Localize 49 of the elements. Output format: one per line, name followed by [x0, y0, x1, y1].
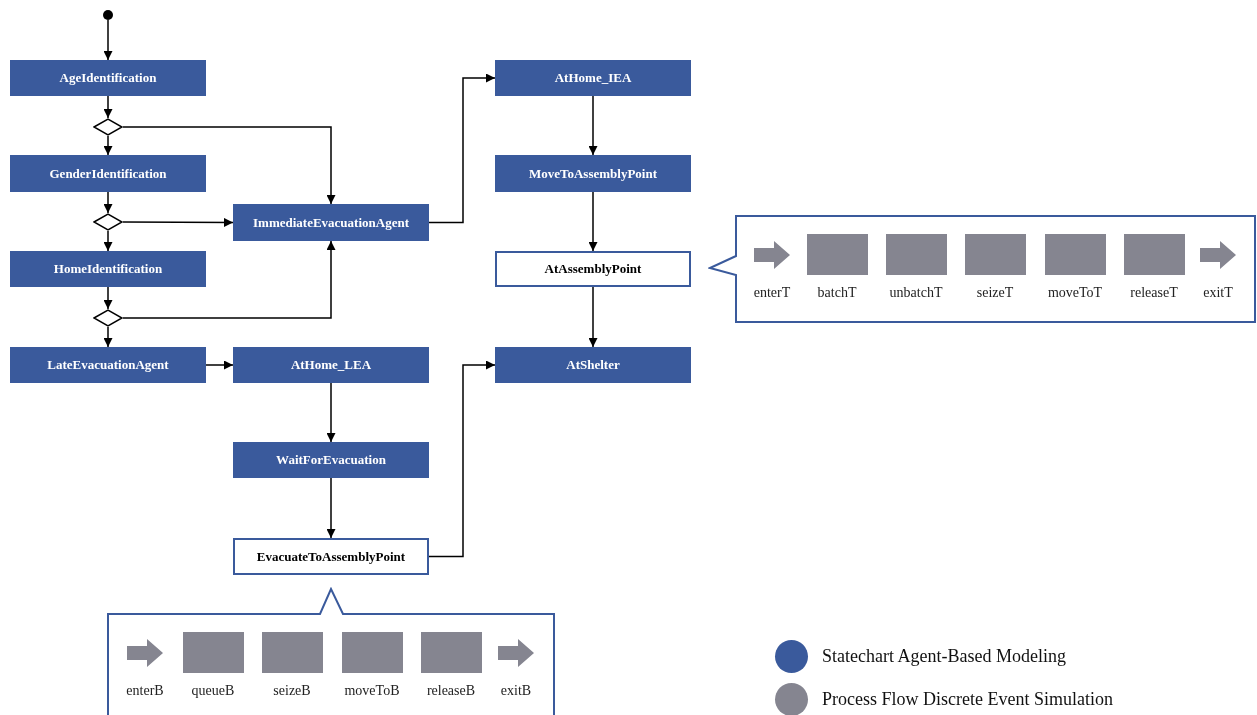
arrow: [122, 126, 336, 205]
arrow: [103, 286, 113, 310]
start-dot: [103, 10, 113, 20]
arrow: [205, 360, 234, 370]
block-label: seizeT: [976, 284, 1014, 302]
arrow: [103, 191, 113, 214]
block-label: batchT: [817, 284, 857, 302]
arrow: [103, 19, 113, 61]
state-box: GenderIdentification: [10, 155, 206, 192]
state-box: AtHome_IEA: [495, 60, 691, 96]
state-box: AtShelter: [495, 347, 691, 383]
block-label: moveToB: [344, 682, 400, 700]
arrow: [103, 326, 113, 348]
arrow: [122, 217, 234, 227]
legend-label: Process Flow Discrete Event Simulation: [822, 688, 1113, 711]
arrow: [588, 95, 598, 156]
state-box: AtAssemblyPoint: [495, 251, 691, 287]
block-label: enterT: [753, 284, 791, 302]
arrow: [588, 286, 598, 348]
block-label: releaseT: [1130, 284, 1178, 302]
decision-diamond: [93, 118, 123, 136]
state-box: HomeIdentification: [10, 251, 206, 287]
state-box: WaitForEvacuation: [233, 442, 429, 478]
decision-diamond: [93, 213, 123, 231]
block-label: seizeB: [273, 682, 311, 700]
state-box: EvacuateToAssemblyPoint: [233, 538, 429, 575]
legend-label: Statechart Agent-Based Modeling: [822, 645, 1066, 668]
state-box: LateEvacuationAgent: [10, 347, 206, 383]
state-box: MoveToAssemblyPoint: [495, 155, 691, 192]
block-label: unbatchT: [889, 284, 943, 302]
block-label: releaseB: [426, 682, 476, 700]
block-label: queueB: [191, 682, 235, 700]
state-box: ImmediateEvacuationAgent: [233, 204, 429, 241]
arrow: [122, 240, 336, 319]
arrow: [103, 135, 113, 156]
block-label: exitT: [1203, 284, 1233, 302]
decision-diamond: [93, 309, 123, 327]
arrow: [103, 95, 113, 119]
arrow: [428, 360, 496, 558]
arrow: [103, 230, 113, 252]
arrow: [326, 477, 336, 539]
arrow: [326, 382, 336, 443]
arrow: [428, 73, 496, 224]
state-box: AgeIdentification: [10, 60, 206, 96]
block-label: exitB: [500, 682, 532, 700]
block-label: enterB: [126, 682, 164, 700]
block-label: moveToT: [1047, 284, 1103, 302]
arrow: [588, 191, 598, 252]
state-box: AtHome_LEA: [233, 347, 429, 383]
